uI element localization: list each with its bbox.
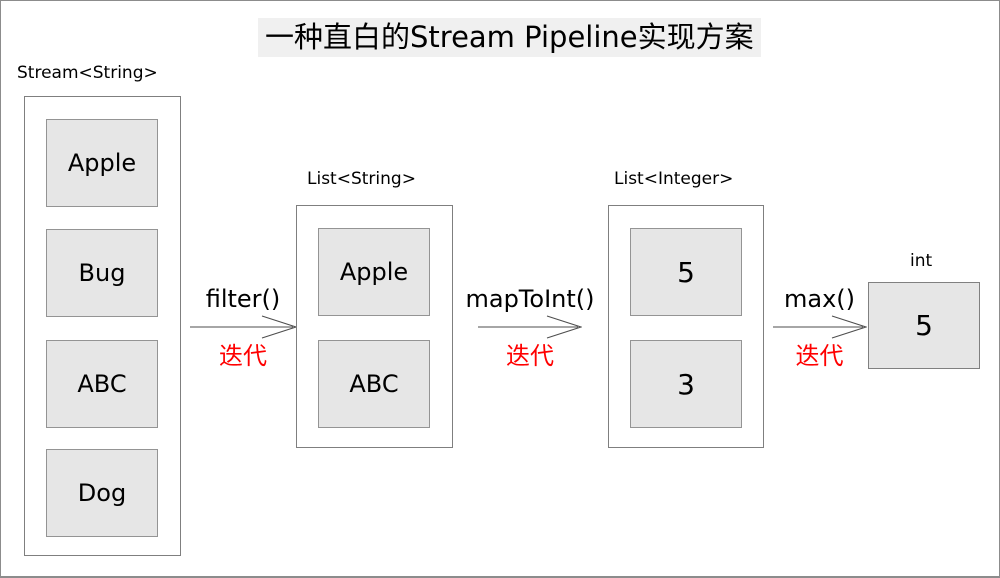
list-string-item: ABC — [318, 340, 430, 428]
result-value-box: 5 — [868, 282, 980, 369]
iteration-note: 迭代 — [506, 342, 554, 370]
iteration-note: 迭代 — [219, 342, 267, 370]
flow-arrow-icon — [189, 315, 297, 339]
list-integer-container: 5 3 — [608, 205, 764, 448]
list-integer-label: List<Integer> — [614, 169, 734, 189]
iteration-note: 迭代 — [795, 342, 844, 370]
stream-item: ABC — [46, 340, 158, 428]
list-integer-item: 5 — [630, 228, 742, 316]
maptoint-op-label: mapToInt() — [465, 285, 595, 313]
stream-item: Bug — [46, 229, 158, 317]
filter-op-label: filter() — [205, 285, 281, 313]
step-filter: filter() 迭代 — [187, 284, 299, 372]
flow-arrow-icon — [478, 315, 582, 339]
list-string-label: List<String> — [307, 169, 416, 189]
diagram-title: 一种直白的Stream Pipeline实现方案 — [258, 18, 761, 58]
stream-item: Dog — [46, 449, 158, 537]
list-string-container: Apple ABC — [296, 205, 453, 448]
stream-container: Apple Bug ABC Dog — [24, 96, 181, 556]
result-type-label: int — [910, 251, 933, 271]
list-integer-item: 3 — [630, 340, 742, 428]
stream-label: Stream<String> — [17, 63, 158, 83]
flow-arrow-icon — [772, 315, 867, 339]
max-op-label: max() — [783, 285, 855, 313]
list-string-item: Apple — [318, 228, 430, 316]
result-value: 5 — [915, 309, 933, 342]
step-max: max() 迭代 — [763, 284, 876, 372]
stream-item: Apple — [46, 119, 158, 207]
step-maptoint: mapToInt() 迭代 — [460, 284, 600, 372]
